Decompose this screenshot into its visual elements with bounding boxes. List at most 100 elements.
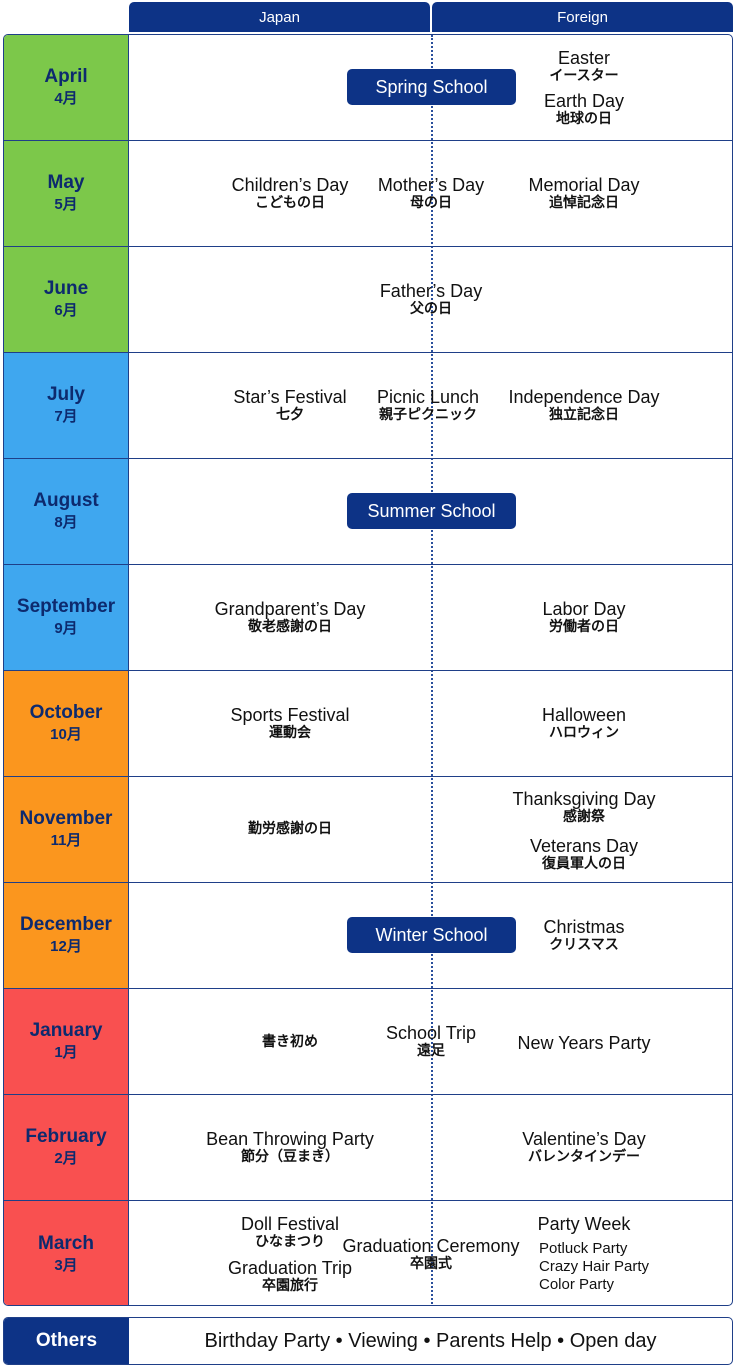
- event-graduation-ceremony: Graduation Ceremony 卒園式: [342, 1236, 519, 1273]
- event-title: Children’s Day: [231, 175, 349, 195]
- month-row-february: February 2月 Bean Throwing Party 節分（豆まき） …: [4, 1095, 732, 1201]
- month-name: May: [47, 172, 85, 193]
- event-title: Grandparent’s Day: [214, 599, 366, 619]
- event-fathers-day: Father’s Day 父の日: [380, 281, 482, 318]
- month-name: July: [46, 384, 86, 405]
- column-header-japan: Japan: [129, 2, 430, 32]
- event-title-jp: ひなまつり: [255, 1234, 325, 1250]
- event-title: Memorial Day: [528, 175, 640, 195]
- event-title-jp: 勤労感謝の日: [248, 821, 332, 837]
- event-title-jp: バレンタインデー: [527, 1149, 640, 1165]
- event-title-jp: クリスマス: [549, 937, 619, 953]
- month-cell-november: November 11月: [4, 777, 129, 882]
- month-name: November: [19, 808, 113, 829]
- month-cell-january: January 1月: [4, 989, 129, 1094]
- spring-school-badge: Spring School: [347, 69, 516, 105]
- event-doll-festival: Doll Festival ひなまつり: [241, 1214, 339, 1251]
- month-name: October: [29, 702, 103, 723]
- event-title: Doll Festival: [240, 1214, 340, 1234]
- month-name-jp: 1月: [54, 1044, 78, 1061]
- event-thanksgiving-day: Thanksgiving Day 感謝祭: [512, 789, 655, 826]
- event-title-jp: 感謝祭: [562, 809, 605, 825]
- event-independence-day: Independence Day 独立記念日: [508, 387, 659, 424]
- month-cell-april: April 4月: [4, 35, 129, 140]
- event-title-jp: 復員軍人の日: [542, 856, 626, 872]
- month-row-december: December 12月 Winter School Christmas クリス…: [4, 883, 732, 989]
- event-title-jp: 卒園旅行: [261, 1278, 318, 1294]
- month-cell-february: February 2月: [4, 1095, 129, 1200]
- event-title-jp: 七夕: [276, 407, 304, 423]
- event-title: Easter: [557, 48, 611, 68]
- party-week-item: Potluck Party: [539, 1240, 628, 1257]
- month-row-october: October 10月 Sports Festival 運動会 Hallowee…: [4, 671, 732, 777]
- others-events: Birthday Party • Viewing • Parents Help …: [204, 1329, 657, 1352]
- month-name-jp: 11月: [50, 832, 82, 849]
- event-title: Father’s Day: [379, 281, 483, 301]
- month-name-jp: 3月: [54, 1256, 78, 1274]
- event-mothers-day: Mother’s Day 母の日: [378, 175, 484, 212]
- month-name: February: [25, 1126, 107, 1147]
- month-name-jp: 4月: [54, 90, 78, 107]
- event-title: Graduation Trip: [227, 1258, 353, 1278]
- month-name-jp: 6月: [54, 302, 78, 319]
- event-title-jp: 節分（豆まき）: [240, 1149, 339, 1165]
- event-kakizome-jp: 書き初め: [262, 1034, 318, 1051]
- event-title-jp: 書き初め: [262, 1034, 318, 1050]
- event-new-years-party: New Years Party: [517, 1033, 650, 1053]
- event-title-jp: 追悼記念日: [549, 195, 619, 211]
- event-title-jp: 母の日: [410, 195, 452, 211]
- event-title: Graduation Ceremony: [342, 1236, 520, 1256]
- event-title: School Trip: [385, 1023, 477, 1043]
- event-title-jp: 卒園式: [410, 1256, 452, 1272]
- event-labor-thanksgiving-jp: 勤労感謝の日: [248, 821, 332, 838]
- event-title-jp: こどもの日: [255, 195, 325, 211]
- event-title: Labor Day: [542, 599, 626, 619]
- month-name-jp: 10月: [50, 726, 82, 743]
- event-title-jp: 労働者の日: [549, 619, 619, 635]
- month-row-september: September 9月 Grandparent’s Day 敬老感謝の日 La…: [4, 565, 732, 671]
- event-stars-festival: Star’s Festival 七夕: [233, 387, 346, 424]
- event-easter: Easter イースター: [549, 48, 618, 85]
- month-cell-august: August 8月: [4, 459, 129, 564]
- event-christmas: Christmas クリスマス: [543, 917, 624, 954]
- event-title-jp: ハロウィン: [549, 725, 619, 741]
- month-name-jp: 9月: [54, 620, 78, 637]
- event-title: Sports Festival: [230, 705, 350, 725]
- event-title-jp: 敬老感謝の日: [248, 619, 332, 635]
- party-week-item: Color Party: [539, 1276, 615, 1293]
- event-title: Thanksgiving Day: [512, 789, 656, 809]
- month-name: March: [38, 1232, 94, 1254]
- month-row-april: April 4月 Spring School Easter イースター Eart…: [4, 35, 732, 141]
- month-name: June: [43, 278, 89, 299]
- event-title: Valentine’s Day: [522, 1129, 646, 1149]
- party-week-item: Crazy Hair Party: [539, 1258, 650, 1275]
- event-veterans-day: Veterans Day 復員軍人の日: [530, 836, 638, 873]
- month-cell-december: December 12月: [4, 883, 129, 988]
- event-title: Picnic Lunch: [376, 387, 480, 407]
- month-cell-may: May 5月: [4, 141, 129, 246]
- event-grandparents-day: Grandparent’s Day 敬老感謝の日: [215, 599, 366, 636]
- month-row-may: May 5月 Children’s Day こどもの日 Mother’s Day…: [4, 141, 732, 247]
- month-name: August: [33, 490, 99, 511]
- event-title: Star’s Festival: [233, 387, 347, 407]
- summer-school-badge: Summer School: [347, 493, 516, 529]
- month-row-november: November 11月 勤労感謝の日 Thanksgiving Day 感謝祭…: [4, 777, 732, 883]
- month-name-jp: 8月: [54, 514, 78, 531]
- event-title-jp: 地球の日: [555, 111, 612, 127]
- event-title: Halloween: [541, 705, 627, 725]
- month-row-july: July 7月 Star’s Festival 七夕 Picnic Lunch …: [4, 353, 732, 459]
- month-cell-july: July 7月: [4, 353, 129, 458]
- event-title-jp: 運動会: [268, 725, 311, 741]
- event-sports-festival: Sports Festival 運動会: [230, 705, 349, 742]
- column-header-foreign: Foreign: [432, 2, 733, 32]
- month-name-jp: 12月: [50, 938, 82, 955]
- month-cell-september: September 9月: [4, 565, 129, 670]
- event-title-jp: 父の日: [410, 301, 452, 317]
- event-party-week: Party Week: [538, 1214, 631, 1234]
- month-cell-march: March 3月: [4, 1201, 129, 1305]
- month-name: September: [16, 596, 116, 617]
- month-row-march: March 3月 Doll Festival ひなまつり Graduation …: [4, 1201, 732, 1305]
- event-memorial-day: Memorial Day 追悼記念日: [528, 175, 639, 212]
- winter-school-badge: Winter School: [347, 917, 516, 953]
- event-title-jp: 遠足: [416, 1043, 445, 1059]
